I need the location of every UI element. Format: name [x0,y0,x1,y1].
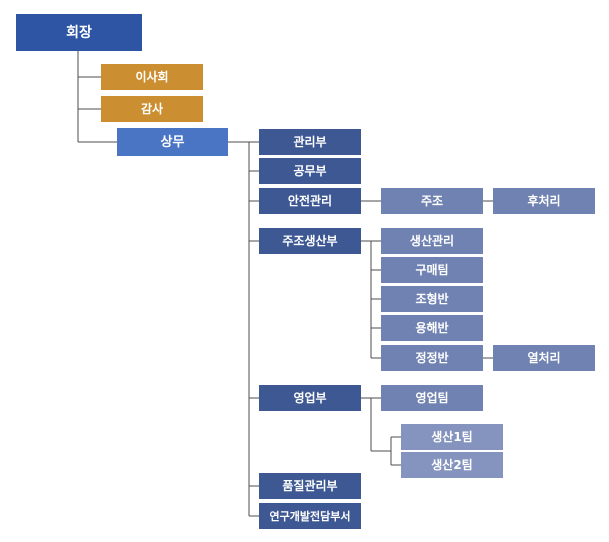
node-board: 이사회 [101,64,203,90]
node-label: 영업팀 [415,391,449,405]
node-label: 영업부 [293,391,327,405]
node-unit-melting: 용해반 [381,315,483,341]
node-unit-post-processing: 후처리 [493,188,595,214]
node-unit-casting: 주조 [381,188,483,214]
node-label: 회장 [66,24,92,41]
node-audit: 감사 [101,96,203,122]
node-label: 후처리 [527,194,561,208]
node-label: 정정반 [415,351,449,365]
node-label: 조형반 [415,292,449,306]
node-dept-rnd: 연구개발전담부서 [259,503,361,529]
node-dept-safety: 안전관리 [259,188,361,214]
node-unit-heat-treatment: 열처리 [493,345,595,371]
node-label: 감사 [140,102,164,116]
node-dept-admin: 관리부 [259,129,361,155]
node-label: 이사회 [135,70,169,84]
node-unit-production-management: 생산관리 [381,228,483,254]
node-unit-production-team-1: 생산1팀 [401,424,503,450]
node-label: 공무부 [293,164,327,178]
node-dept-sales: 영업부 [259,385,361,411]
node-managing-director: 상무 [117,128,228,156]
node-label: 주조생산부 [282,234,338,248]
node-dept-casting-production: 주조생산부 [259,228,361,254]
node-label: 주조 [420,194,444,208]
node-label: 연구개발전담부서 [269,509,351,523]
node-label: 안전관리 [287,194,333,208]
node-unit-finishing: 정정반 [381,345,483,371]
node-dept-quality: 품질관리부 [259,473,361,499]
node-label: 생산1팀 [431,430,473,444]
node-unit-production-team-2: 생산2팀 [401,452,503,478]
node-label: 상무 [160,134,185,150]
node-label: 구매팀 [415,263,449,277]
node-label: 품질관리부 [282,479,338,493]
node-label: 생산관리 [409,234,455,248]
node-unit-molding: 조형반 [381,286,483,312]
node-label: 생산2팀 [431,458,473,472]
node-label: 용해반 [415,321,449,335]
node-unit-sales-team: 영업팀 [381,385,483,411]
node-dept-construction: 공무부 [259,158,361,184]
node-label: 열처리 [527,351,561,365]
node-label: 관리부 [293,135,327,149]
node-chairman: 회장 [16,14,142,51]
node-unit-purchasing: 구매팀 [381,257,483,283]
